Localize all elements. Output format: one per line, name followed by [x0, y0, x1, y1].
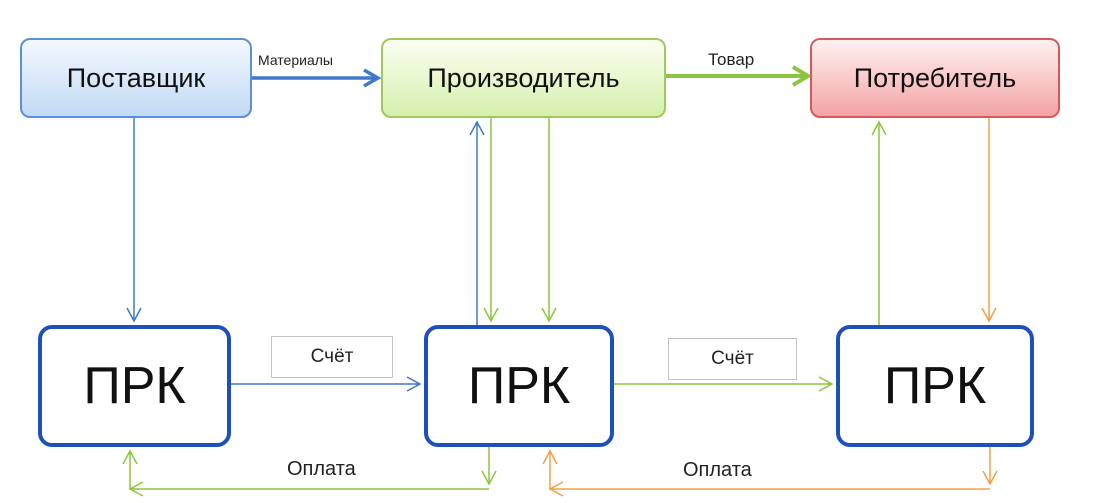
- arrow-prk3-to-consumer: [871, 120, 887, 325]
- arrow-materials-head: [363, 68, 382, 88]
- arrow-invoice-2: [614, 376, 834, 392]
- arrow-supplier-to-prk1: [126, 118, 142, 323]
- label-invoice-2: Счёт: [668, 338, 797, 380]
- arrow-payment-2: [548, 481, 990, 497]
- arrow-payment-1-down: [481, 447, 497, 486]
- label-payment-1: Оплата: [287, 458, 356, 480]
- arrow-payment-1-up: [122, 449, 138, 489]
- node-prk-2: ПРК: [424, 325, 614, 447]
- arrow-payment-1: [128, 481, 489, 497]
- arrow-producer-to-prk2-a: [483, 118, 499, 323]
- arrow-consumer-to-prk3: [981, 118, 997, 323]
- node-prk-1: ПРК: [38, 325, 231, 447]
- arrow-payment-2-up: [542, 449, 558, 489]
- label-payment-2: Оплата: [683, 459, 752, 481]
- label-goods: Товар: [708, 50, 755, 69]
- node-supplier: Поставщик: [20, 38, 252, 118]
- arrow-producer-to-prk2-b: [541, 118, 557, 323]
- arrow-invoice-1: [231, 376, 422, 392]
- node-consumer: Потребитель: [810, 38, 1060, 118]
- node-prk-3: ПРК: [836, 325, 1034, 447]
- label-materials: Материалы: [258, 52, 333, 68]
- label-invoice-1: Счёт: [271, 336, 393, 378]
- arrow-payment-2-down: [982, 447, 998, 486]
- arrow-prk2-to-producer: [469, 120, 485, 325]
- arrow-goods-head: [791, 65, 812, 87]
- node-producer: Производитель: [381, 38, 666, 118]
